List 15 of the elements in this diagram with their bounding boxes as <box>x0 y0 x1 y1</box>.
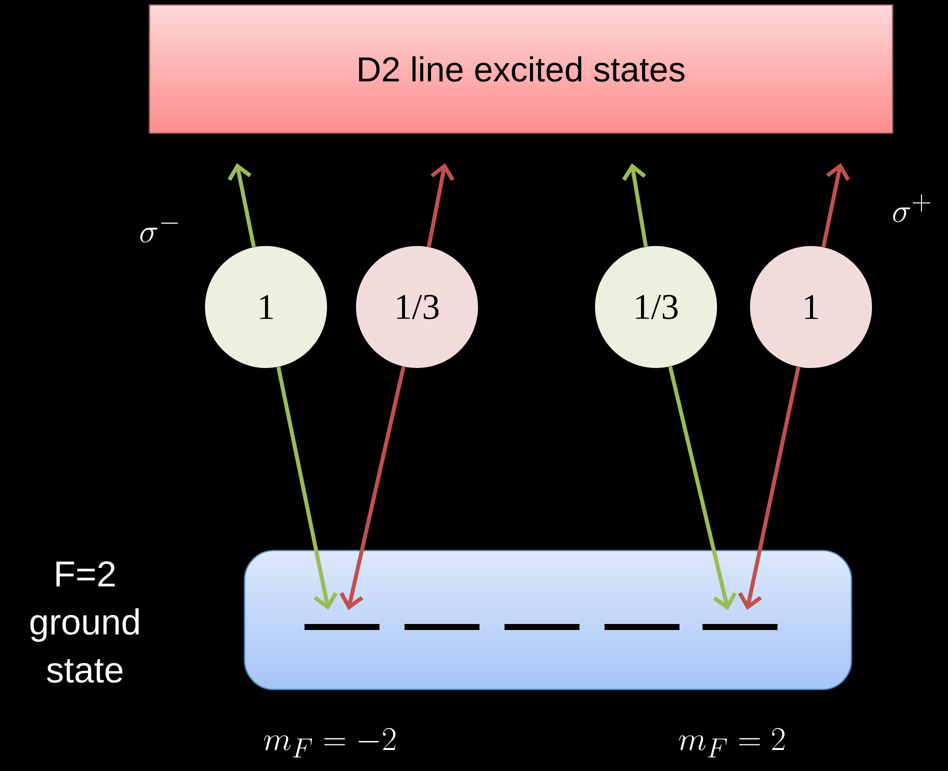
quantum-number-label: $m_F = 2$ <box>678 728 784 758</box>
arrow <box>228 163 256 248</box>
polarization-label: $\sigma^{+}$ <box>893 194 930 222</box>
ground-state-box <box>244 550 852 690</box>
quantum-number-label: $m_F = -2$ <box>264 728 396 758</box>
arrow <box>340 366 406 610</box>
ground-state-label: F=2 ground state <box>30 561 139 683</box>
polarization-label: $\sigma^{-}$ <box>140 222 178 242</box>
arrow <box>276 366 338 610</box>
arrow <box>821 163 850 248</box>
arrow <box>426 163 454 248</box>
excited-state-box: D2 line excited states <box>148 4 894 134</box>
arrow <box>622 163 648 247</box>
arrow <box>738 366 800 610</box>
arrow <box>668 366 737 610</box>
